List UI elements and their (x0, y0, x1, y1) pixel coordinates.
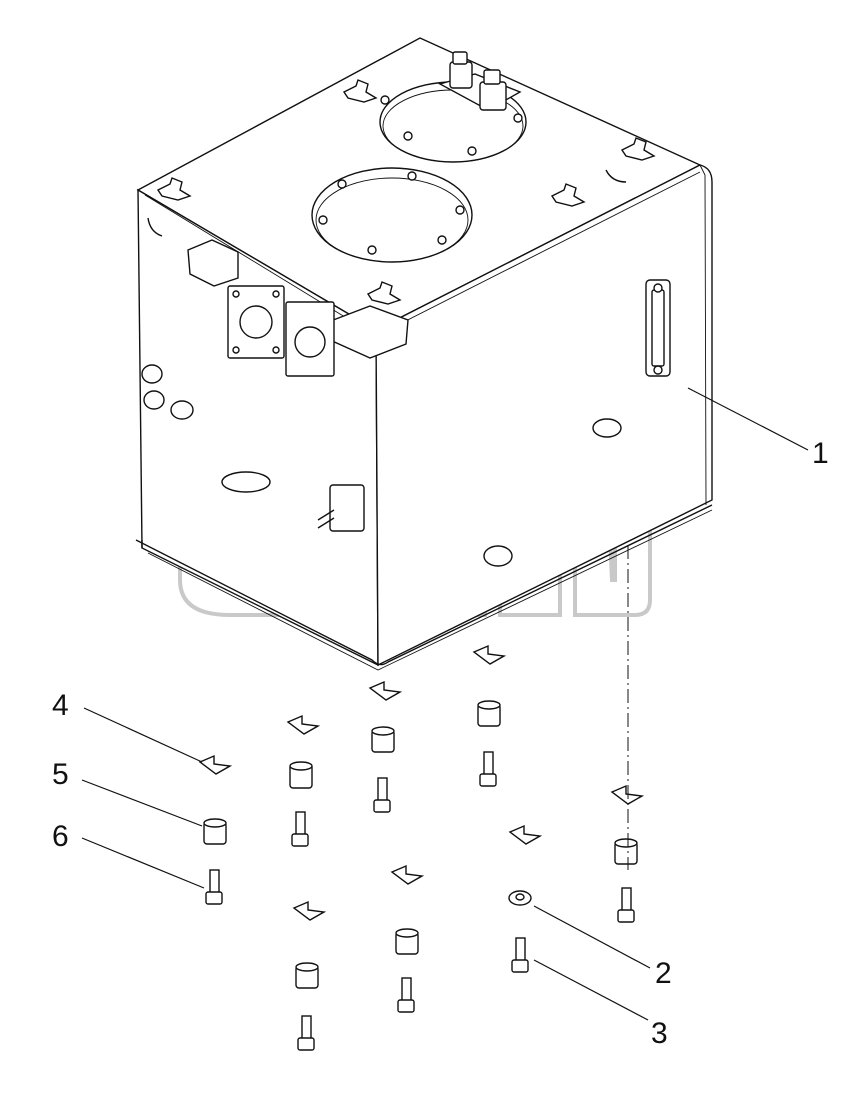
bolt (297, 1015, 315, 1051)
clip-washer (286, 714, 321, 735)
bolt (511, 937, 529, 973)
tank-right-face (375, 164, 713, 667)
callout-3: 3 (651, 1017, 668, 1050)
spacer-bushing (477, 700, 501, 727)
spacer-bushing (289, 761, 313, 789)
hydraulic-tank (135, 37, 713, 671)
spacer-bushing (395, 928, 419, 955)
clip-washer (198, 754, 233, 775)
bolt (373, 777, 391, 813)
spacer-bushings (203, 700, 638, 989)
spacer-bushing (614, 838, 638, 865)
callout-labels: 1 2 3 4 5 6 (52, 437, 829, 1050)
callout-6: 6 (52, 820, 69, 853)
hose-fittings (141, 364, 622, 567)
callout-2: 2 (655, 957, 672, 990)
clip-washer (390, 864, 425, 885)
leader-lines (81, 387, 809, 1021)
inspection-cover (311, 167, 473, 263)
clip-washer (472, 644, 507, 665)
bolt (397, 977, 415, 1013)
bolt (617, 887, 635, 923)
flat-washer (508, 890, 532, 906)
callout-4: 4 (52, 689, 69, 722)
clip-washer (292, 900, 327, 921)
suction-flanges (187, 239, 409, 377)
spacer-bushing (295, 962, 319, 989)
spacer-bushing (203, 818, 227, 845)
bolts (205, 751, 635, 1051)
spacer-bushing (371, 726, 395, 753)
clip-washer (610, 784, 645, 805)
clip-washer (508, 824, 543, 845)
filler-plate (379, 51, 527, 163)
lifting-clips (147, 79, 656, 305)
callout-5: 5 (52, 758, 69, 791)
bolt (291, 811, 309, 847)
callout-1: 1 (812, 437, 829, 470)
sight-gauge (645, 279, 671, 377)
clip-washers (198, 644, 645, 921)
clip-washer (368, 680, 403, 701)
bolt (479, 751, 497, 787)
bolt (205, 869, 223, 905)
